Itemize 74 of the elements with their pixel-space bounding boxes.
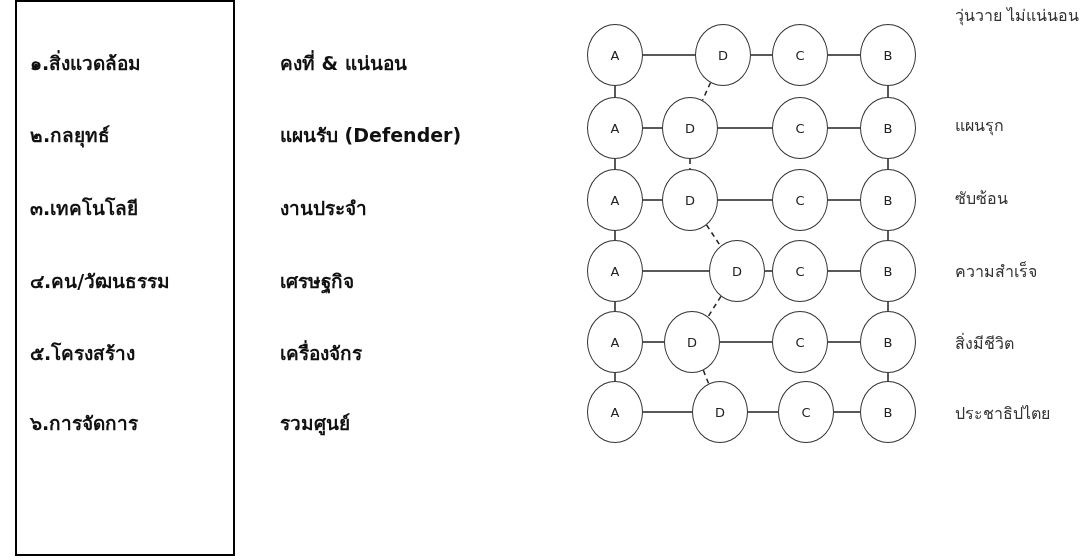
characteristic-label: ความสำเร็จ xyxy=(955,260,1038,283)
circle-node: A xyxy=(587,240,643,302)
circle-node: A xyxy=(587,24,643,86)
connector-line xyxy=(642,411,693,413)
category-label: ๓.เทคโนโลยี xyxy=(30,196,139,221)
connector-line xyxy=(764,270,773,272)
circle-node: B xyxy=(860,169,916,231)
circle-node: C xyxy=(778,381,834,443)
characteristic-label: แผนรับ (Defender) xyxy=(280,123,462,148)
connector-line xyxy=(827,127,861,129)
connector-line xyxy=(887,372,889,382)
circle-node: B xyxy=(860,24,916,86)
characteristic-label: ซับซ้อน xyxy=(955,188,1009,210)
connector-line xyxy=(827,54,861,56)
circle-node: A xyxy=(587,311,643,373)
dashed-connector-line xyxy=(705,224,722,247)
connector-line xyxy=(887,85,889,98)
connector-line xyxy=(614,301,616,312)
circle-node: C xyxy=(772,169,828,231)
connector-line xyxy=(827,270,861,272)
circle-node: D xyxy=(662,169,718,231)
circle-node: D xyxy=(709,240,765,302)
characteristic-label: คงที่ & แน่นอน xyxy=(280,49,407,76)
connector-line xyxy=(827,199,861,201)
circle-node: B xyxy=(860,311,916,373)
connector-line xyxy=(614,85,616,98)
dashed-connector-line xyxy=(707,295,722,318)
characteristic-label: สิ่งมีชีวิต xyxy=(955,332,1015,355)
connector-line xyxy=(614,230,616,241)
circle-node: D xyxy=(662,97,718,159)
circle-node: C xyxy=(772,24,828,86)
circle-node: D xyxy=(692,381,748,443)
circle-node: B xyxy=(860,97,916,159)
characteristic-label: แผนรุก xyxy=(955,115,1005,138)
connector-line xyxy=(717,199,773,201)
connector-line xyxy=(887,301,889,312)
characteristic-label: ประชาธิปไตย xyxy=(955,403,1051,425)
connector-line xyxy=(614,158,616,170)
circle-node: A xyxy=(587,97,643,159)
circle-node: C xyxy=(772,311,828,373)
circle-node: B xyxy=(860,240,916,302)
characteristic-label: รวมศูนย์ xyxy=(280,411,350,438)
connector-line xyxy=(642,199,663,201)
circle-node: C xyxy=(772,97,828,159)
connector-line xyxy=(642,127,663,129)
connector-line xyxy=(833,411,861,413)
connector-line xyxy=(719,341,773,343)
circle-node: D xyxy=(695,24,751,86)
characteristic-label: เศรษฐกิจ xyxy=(280,269,354,296)
category-label: ๕.โครงสร้าง xyxy=(30,341,136,366)
dashed-connector-line xyxy=(702,369,710,385)
connector-line xyxy=(747,411,779,413)
characteristic-label: งานประจำ xyxy=(280,196,367,221)
connector-line xyxy=(614,372,616,382)
dashed-connector-line xyxy=(701,81,712,102)
connector-line xyxy=(887,158,889,170)
connector-line xyxy=(642,54,696,56)
category-label: ๔.คน/วัฒนธรรม xyxy=(30,269,171,294)
circle-node: A xyxy=(587,381,643,443)
connector-line xyxy=(827,341,861,343)
characteristic-label: เครื่องจักร xyxy=(280,339,362,366)
connector-line xyxy=(642,341,665,343)
circle-node: C xyxy=(772,240,828,302)
connector-line xyxy=(717,127,773,129)
connector-line xyxy=(887,230,889,241)
circle-node: A xyxy=(587,169,643,231)
category-label: ๑.สิ่งแวดล้อม xyxy=(30,49,142,76)
circle-node: B xyxy=(860,381,916,443)
connector-line xyxy=(750,54,773,56)
category-label: ๖.การจัดการ xyxy=(30,411,139,436)
category-label: ๒.กลยุทธ์ xyxy=(30,123,111,150)
connector-line xyxy=(642,270,710,272)
circle-node: D xyxy=(664,311,720,373)
characteristic-label: วุ่นวาย ไม่แน่นอน xyxy=(955,5,1080,28)
